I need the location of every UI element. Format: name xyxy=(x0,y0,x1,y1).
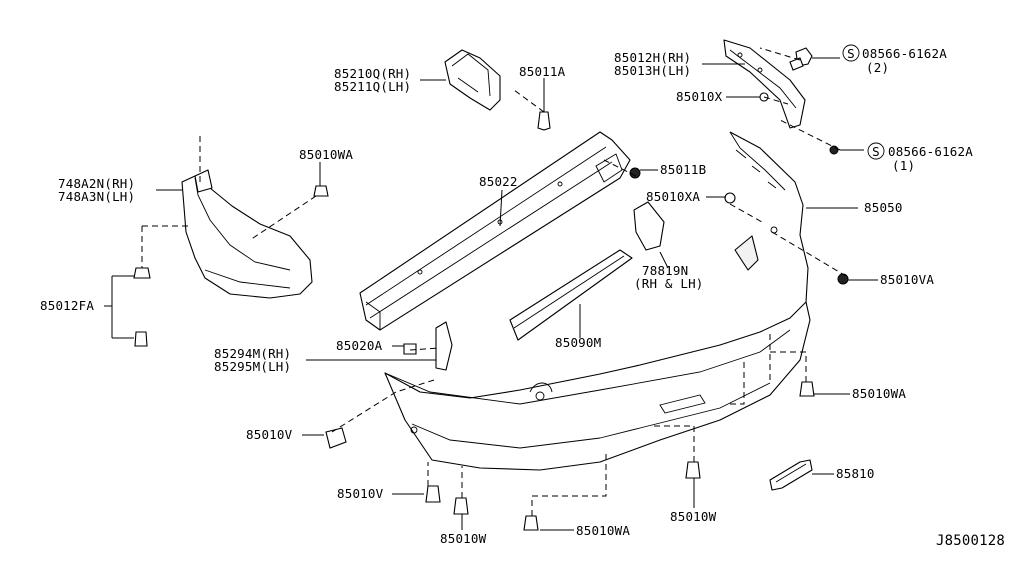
assembly-lines xyxy=(141,47,847,516)
label-85010WA-right: 85010WA xyxy=(852,386,906,401)
label-85010WA-top: 85010WA xyxy=(299,147,353,162)
bolt-08566-mid xyxy=(829,145,839,155)
upper-bracket-85210Q xyxy=(444,49,501,111)
screw-85010V-left xyxy=(325,427,347,449)
label-85011A: 85011A xyxy=(519,64,566,79)
s-symbol-mid: S xyxy=(867,142,885,160)
label-748A2N: 748A2N(RH) xyxy=(58,176,135,191)
clip-85010W-bottom xyxy=(453,497,469,515)
label-85210Q: 85210Q(RH) xyxy=(334,66,411,81)
bolt-85020A xyxy=(403,343,417,355)
label-85010XA: 85010XA xyxy=(646,189,700,204)
label-85010V-left: 85010V xyxy=(246,427,293,442)
label-qty-1: (1) xyxy=(892,158,915,173)
label-85022: 85022 xyxy=(479,174,518,189)
label-85090M: 85090M xyxy=(555,335,601,350)
label-85020A: 85020A xyxy=(336,338,383,353)
label-78819N-side: (RH & LH) xyxy=(634,276,704,291)
reinforcement-beam xyxy=(359,131,631,331)
part-labels: 85012H(RH) 85013H(LH) 08566-6162A (2) 08… xyxy=(40,46,1005,549)
label-85013H: 85013H(LH) xyxy=(614,63,691,78)
label-748A3N: 748A3N(LH) xyxy=(58,189,135,204)
label-85012H: 85012H(RH) xyxy=(614,50,691,65)
label-85010V-bottom: 85010V xyxy=(337,486,384,501)
clip-85010XA xyxy=(724,192,736,204)
screw-85010V-bottom xyxy=(425,485,441,503)
label-85010W-bottom: 85010W xyxy=(440,531,487,546)
lower-molding-85810 xyxy=(769,459,813,491)
label-85010W-right: 85010W xyxy=(670,509,717,524)
side-bracket-85012H xyxy=(723,39,806,129)
center-bracket-85294M xyxy=(435,321,453,371)
label-85295M: 85295M(LH) xyxy=(214,359,291,374)
label-85010X: 85010X xyxy=(676,89,723,104)
splash-shield-748A2N xyxy=(181,169,313,299)
side-bracket-78819N xyxy=(633,201,665,251)
energy-absorber xyxy=(509,249,633,341)
s-symbol-top-text: S xyxy=(847,46,855,61)
label-qty-2: (2) xyxy=(866,60,889,75)
nut-85011B xyxy=(629,167,641,179)
label-85012FA: 85012FA xyxy=(40,298,94,313)
s-symbol-top: S xyxy=(842,44,860,62)
label-08566-6162A-mid: 08566-6162A xyxy=(888,144,973,159)
label-85010VA: 85010VA xyxy=(880,272,934,287)
label-78819N: 78819N xyxy=(642,263,688,278)
bolt-08566-top xyxy=(789,47,813,71)
clip-85010WA-top xyxy=(313,185,329,197)
label-85810: 85810 xyxy=(836,466,875,481)
label-85050: 85050 xyxy=(864,200,903,215)
clip-85010WA-right xyxy=(799,381,815,397)
clip-85012FA-top xyxy=(133,267,151,279)
label-85211Q: 85211Q(LH) xyxy=(334,79,411,94)
fasteners xyxy=(133,47,849,531)
label-85010WA-bottom: 85010WA xyxy=(576,523,630,538)
s-symbol-mid-text: S xyxy=(872,144,880,159)
label-85294M: 85294M(RH) xyxy=(214,346,291,361)
screw-85010VA xyxy=(837,273,849,285)
leader-lines xyxy=(104,57,878,531)
clip-85010WA-bottom xyxy=(523,515,539,531)
bolt-85011A xyxy=(537,111,551,131)
bumper-fascia xyxy=(384,131,811,471)
clip-85010W-right xyxy=(685,461,701,479)
label-08566-6162A-top: 08566-6162A xyxy=(862,46,947,61)
label-85011B: 85011B xyxy=(660,162,706,177)
clip-85012FA-bottom xyxy=(134,331,148,347)
reference-code: J8500128 xyxy=(936,533,1005,549)
